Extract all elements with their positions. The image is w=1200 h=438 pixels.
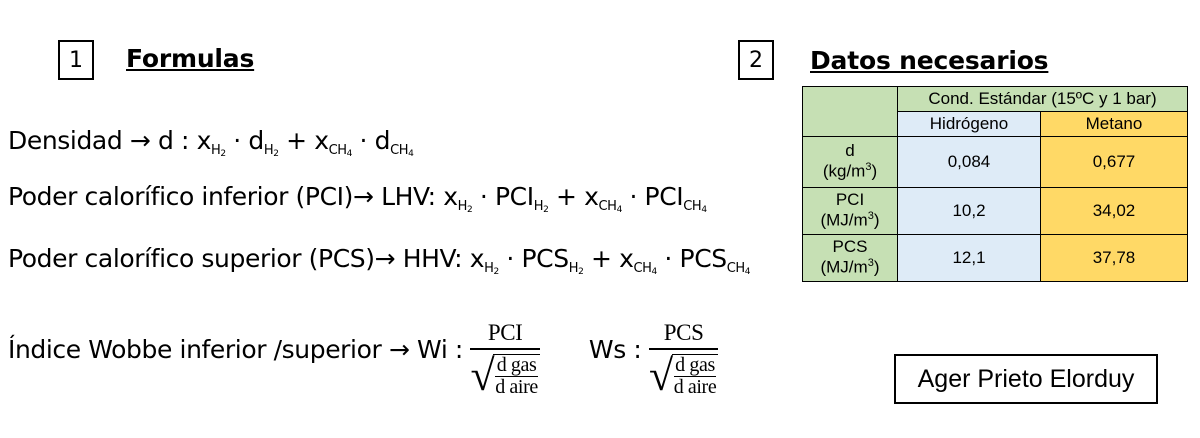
hydrogen-value: 12,1 — [897, 234, 1041, 282]
arrow-icon: → — [129, 126, 151, 155]
sqrt-icon: √ — [648, 351, 673, 400]
formula-wobbe: Índice Wobbe inferior /superior → Wi : P… — [8, 312, 719, 398]
wobbe-label: Índice Wobbe inferior /superior — [8, 335, 382, 364]
hydrogen-value: 10,2 — [897, 187, 1041, 235]
table-header-hydrogen: Hidrógeno — [897, 111, 1041, 137]
wobbe-ws-lhs: Ws : — [588, 335, 642, 364]
wobbe-wi-lhs: Wi : — [417, 335, 463, 364]
table-header-conditions: Cond. Estándar (15ºC y 1 bar) — [897, 86, 1188, 112]
table-corner-cell — [802, 86, 898, 137]
section-2-title: Datos necesarios — [810, 46, 1049, 75]
formula-pcs: Poder calorífico superior (PCS)→ HHV: xH… — [8, 244, 751, 277]
section-1-number: 1 — [69, 47, 83, 73]
methane-value: 34,02 — [1040, 187, 1188, 235]
density-lhs: d : — [157, 126, 190, 155]
methane-value: 37,78 — [1040, 234, 1188, 282]
formula-density: Densidad → d : xH2 · dH2 + xCH4 · dCH4 — [8, 126, 414, 159]
table-row: PCS (MJ/m3) 12,1 37,78 — [802, 234, 1188, 282]
methane-value: 0,677 — [1040, 136, 1188, 188]
row-label-cell: PCI (MJ/m3) — [802, 187, 898, 235]
row-label-cell: PCS (MJ/m3) — [802, 234, 898, 282]
row-label-cell: d (kg/m3) — [802, 136, 898, 188]
author-box: Ager Prieto Elorduy — [894, 354, 1158, 404]
pci-lhs: LHV: — [381, 182, 436, 211]
arrow-icon: → — [352, 182, 374, 211]
table-header-methane: Metano — [1040, 111, 1188, 137]
density-label: Densidad — [8, 126, 123, 155]
table-row: PCI (MJ/m3) 10,2 34,02 — [802, 187, 1188, 235]
author-name: Ager Prieto Elorduy — [917, 364, 1135, 393]
data-table: Cond. Estándar (15ºC y 1 bar) Hidrógeno … — [802, 86, 1188, 282]
formula-pci: Poder calorífico inferior (PCI)→ LHV: xH… — [8, 182, 707, 215]
wi-numerator: PCI — [470, 320, 540, 350]
table-row: d (kg/m3) 0,084 0,677 — [802, 136, 1188, 188]
ws-numerator: PCS — [648, 320, 719, 350]
pcs-label: Poder calorífico superior (PCS) — [8, 244, 375, 273]
arrow-icon: → — [374, 244, 396, 273]
arrow-icon: → — [388, 335, 410, 364]
section-2-number-box: 2 — [738, 40, 774, 80]
pci-label: Poder calorífico inferior (PCI) — [8, 182, 353, 211]
sqrt-icon: √ — [470, 351, 495, 400]
section-2-number: 2 — [749, 47, 763, 73]
section-1-number-box: 1 — [58, 40, 94, 80]
hydrogen-value: 0,084 — [897, 136, 1041, 188]
section-1-title: Formulas — [126, 44, 255, 73]
pcs-lhs: HHV: — [402, 244, 463, 273]
